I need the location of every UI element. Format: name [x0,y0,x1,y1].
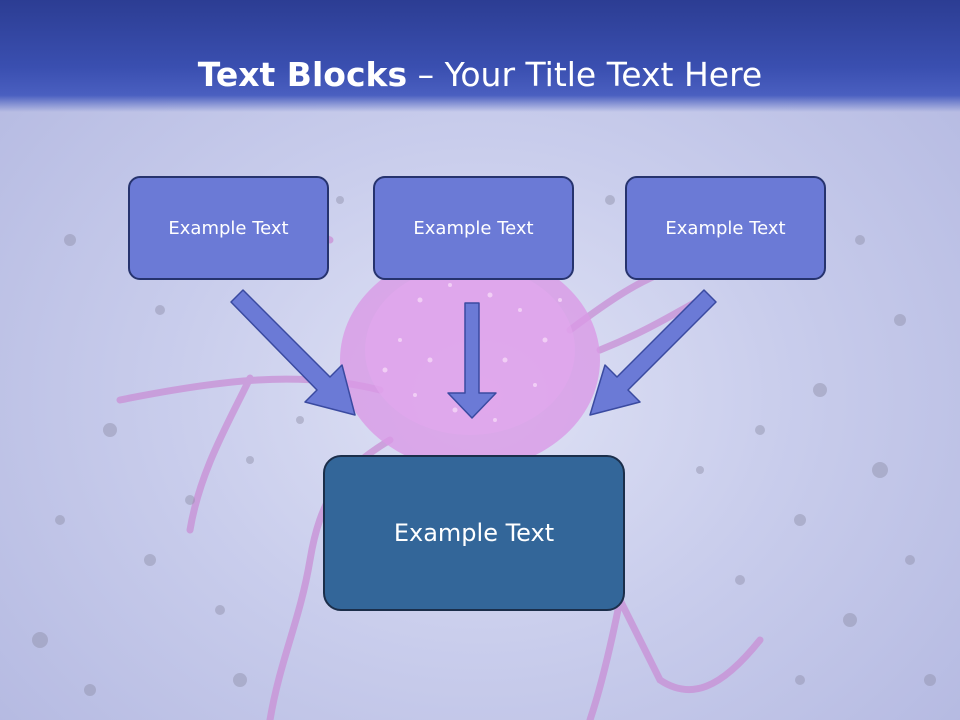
title-bar: Text Blocks – Your Title Text Here [0,0,960,112]
title-rest: Your Title Text Here [444,55,763,94]
arrow-left-icon [230,289,356,416]
arrow-center-icon [447,302,497,419]
arrow-right-icon [589,289,717,416]
text-block-bottom[interactable]: Example Text [323,455,625,611]
slide-title: Text Blocks – Your Title Text Here [0,55,960,95]
text-block-left[interactable]: Example Text [128,176,329,280]
title-bold-part: Text Blocks [197,55,408,94]
text-block-right[interactable]: Example Text [625,176,826,280]
text-block-center[interactable]: Example Text [373,176,574,280]
title-dash: – [407,55,445,94]
